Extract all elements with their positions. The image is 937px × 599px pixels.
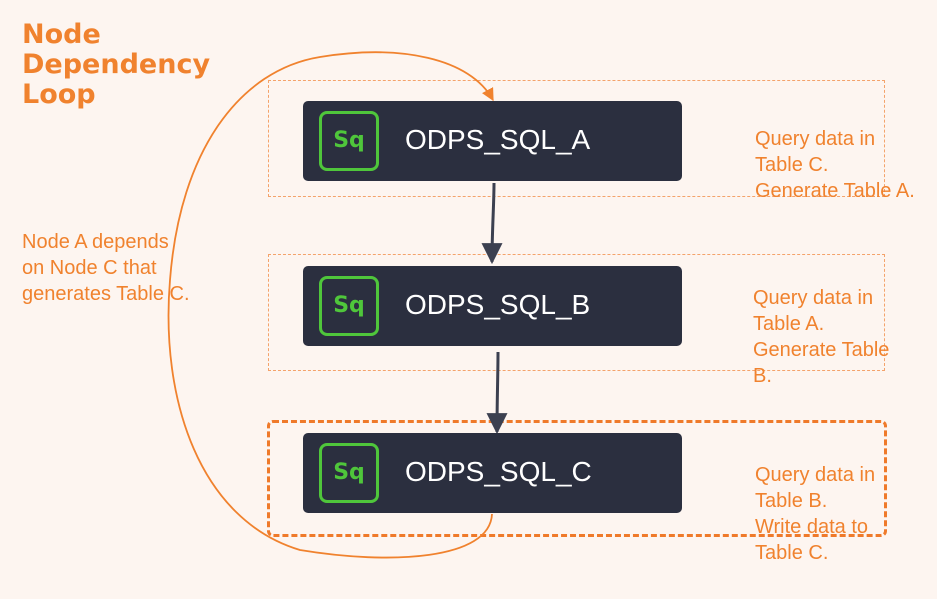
description-line: Table C.: [755, 542, 829, 564]
node-label: ODPS_SQL_B: [405, 289, 591, 320]
description-line: B.: [753, 365, 772, 387]
node-label: ODPS_SQL_C: [405, 456, 592, 487]
description-line: Query data in: [755, 464, 876, 486]
diagram-title: Node Dependency Loop: [22, 20, 242, 110]
description-line: Write data to: [755, 516, 869, 538]
node-odps-sql-a[interactable]: Sq ODPS_SQL_A: [303, 101, 682, 181]
loop-annotation: Node A depends on Node C that generates …: [22, 229, 190, 307]
edge-a-to-b: [481, 182, 503, 265]
sql-icon: Sq: [319, 276, 379, 336]
node-c-description: Query data in Table B. Write data to Tab…: [755, 462, 875, 566]
node-b-description: Query data in Table A. Generate Table B.: [753, 285, 889, 389]
node-a-description: Query data in Table C. Generate Table A.: [755, 126, 915, 204]
node-odps-sql-b[interactable]: Sq ODPS_SQL_B: [303, 266, 682, 346]
node-odps-sql-c[interactable]: Sq ODPS_SQL_C: [303, 433, 682, 513]
description-line: Query data in: [753, 287, 874, 309]
description-line: Query data in: [755, 128, 876, 150]
description-line: Table C.: [755, 154, 829, 176]
annotation-line: Node A depends: [22, 231, 169, 253]
description-line: Generate Table: [753, 339, 890, 361]
description-line: Table A.: [753, 313, 825, 335]
title-line: Loop: [22, 79, 96, 110]
edge-b-to-c: [486, 351, 508, 435]
sql-icon: Sq: [319, 443, 379, 503]
description-line: Generate Table A.: [755, 180, 915, 202]
node-c-group-frame: [267, 420, 887, 537]
annotation-line: on Node C that: [22, 257, 157, 279]
annotation-line: generates Table C.: [22, 283, 190, 305]
title-line: Dependency: [22, 49, 211, 80]
node-a-group-frame: [268, 80, 885, 197]
node-label: ODPS_SQL_A: [405, 124, 591, 155]
title-line: Node: [22, 19, 101, 50]
node-b-group-frame: [268, 254, 885, 371]
edge-c-to-a-loop: [167, 51, 494, 559]
sql-icon: Sq: [319, 111, 379, 171]
description-line: Table B.: [755, 490, 828, 512]
